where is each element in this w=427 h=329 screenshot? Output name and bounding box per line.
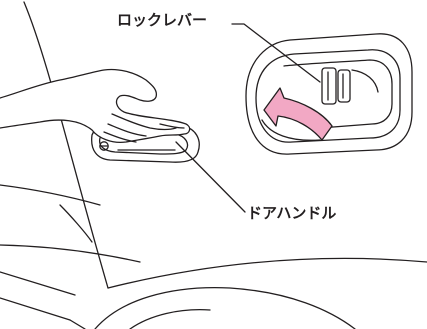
hand-icon bbox=[0, 69, 190, 142]
leader-door-handle bbox=[176, 142, 245, 212]
inset-lock-lever bbox=[246, 34, 412, 154]
callout-door-handle: ドアハンドル bbox=[247, 206, 336, 221]
callout-lock-lever: ロックレバー bbox=[117, 13, 207, 28]
